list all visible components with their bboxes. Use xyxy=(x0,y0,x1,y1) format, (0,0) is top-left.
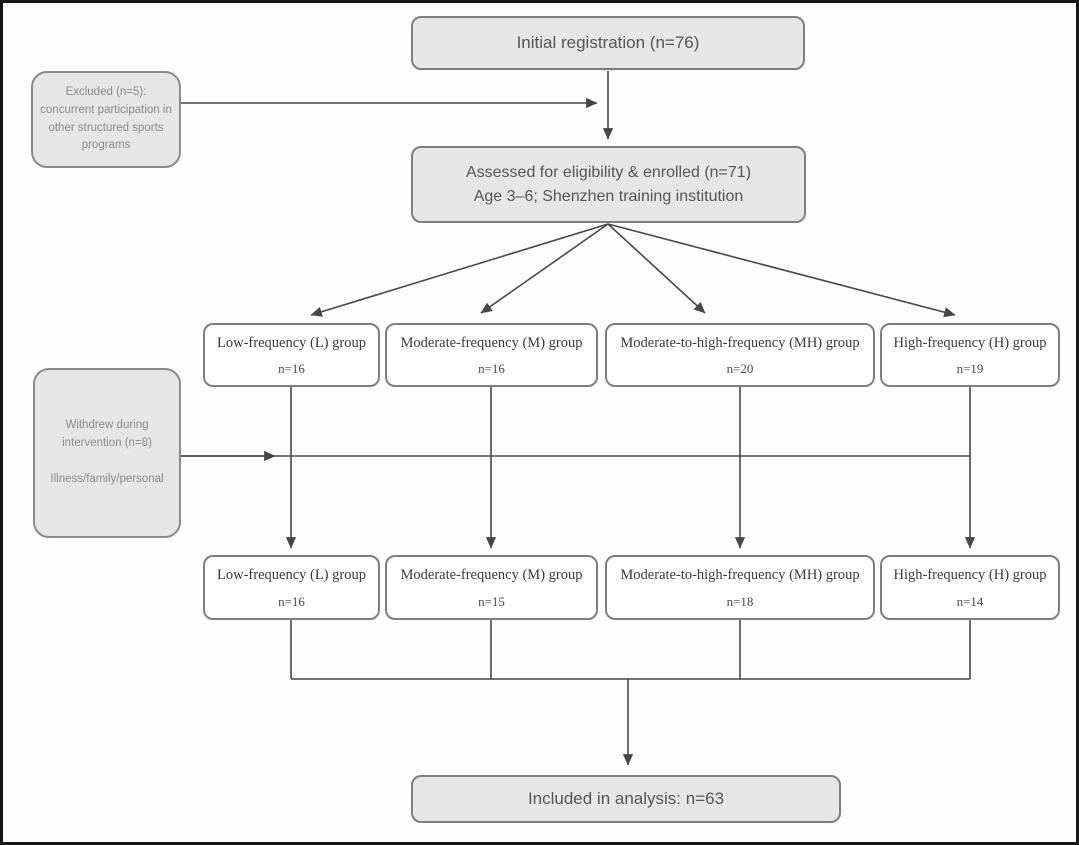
allocation-moderate-to-high-frequency-box: Moderate-to-high-frequency (MH) group n=… xyxy=(605,323,875,387)
initial-registration-box: Initial registration (n=76) xyxy=(411,16,805,70)
group-n: n=16 xyxy=(278,361,305,376)
connector-arrows xyxy=(181,71,976,766)
group-n: n=16 xyxy=(478,361,505,376)
included-in-analysis-label: Included in analysis: n=63 xyxy=(527,789,725,808)
excluded-label: Excluded (n=5): concurrent participation… xyxy=(40,85,172,152)
completed-low-frequency-box: Low-frequency (L) group n=16 xyxy=(203,555,380,620)
assessed-eligibility-label: Assessed for eligibility & enrolled (n=7… xyxy=(465,163,752,205)
group-name: Moderate-frequency (M) group xyxy=(400,567,583,583)
group-name: Low-frequency (L) group xyxy=(217,567,366,583)
allocation-low-frequency-box: Low-frequency (L) group n=16 xyxy=(203,323,380,387)
allocation-moderate-frequency-box: Moderate-frequency (M) group n=16 xyxy=(385,323,598,387)
group-name: Moderate-to-high-frequency (MH) group xyxy=(620,335,860,351)
assessed-eligibility-box: Assessed for eligibility & enrolled (n=7… xyxy=(411,146,806,223)
withdrew-label: Withdrew during intervention (n=8) Illne… xyxy=(50,419,164,485)
group-name: Moderate-frequency (M) group xyxy=(400,335,583,351)
group-name: High-frequency (H) group xyxy=(893,567,1047,583)
withdrew-box: Withdrew during intervention (n=8) Illne… xyxy=(33,368,181,538)
group-name: Low-frequency (L) group xyxy=(217,335,366,351)
group-n: n=20 xyxy=(726,361,754,376)
completed-moderate-to-high-frequency-box: Moderate-to-high-frequency (MH) group n=… xyxy=(605,555,875,620)
group-name: Moderate-to-high-frequency (MH) group xyxy=(620,567,860,583)
completed-high-frequency-box: High-frequency (H) group n=14 xyxy=(880,555,1060,620)
group-n: n=19 xyxy=(956,361,984,376)
group-name: High-frequency (H) group xyxy=(893,335,1047,351)
excluded-box: Excluded (n=5): concurrent participation… xyxy=(31,71,181,168)
included-in-analysis-box: Included in analysis: n=63 xyxy=(411,775,841,823)
group-n: n=14 xyxy=(956,594,984,609)
allocation-high-frequency-box: High-frequency (H) group n=19 xyxy=(880,323,1060,387)
group-n: n=18 xyxy=(726,594,754,609)
initial-registration-label: Initial registration (n=76) xyxy=(516,33,700,52)
group-n: n=16 xyxy=(278,594,305,609)
group-n: n=15 xyxy=(478,594,505,609)
completed-moderate-frequency-box: Moderate-frequency (M) group n=15 xyxy=(385,555,598,620)
